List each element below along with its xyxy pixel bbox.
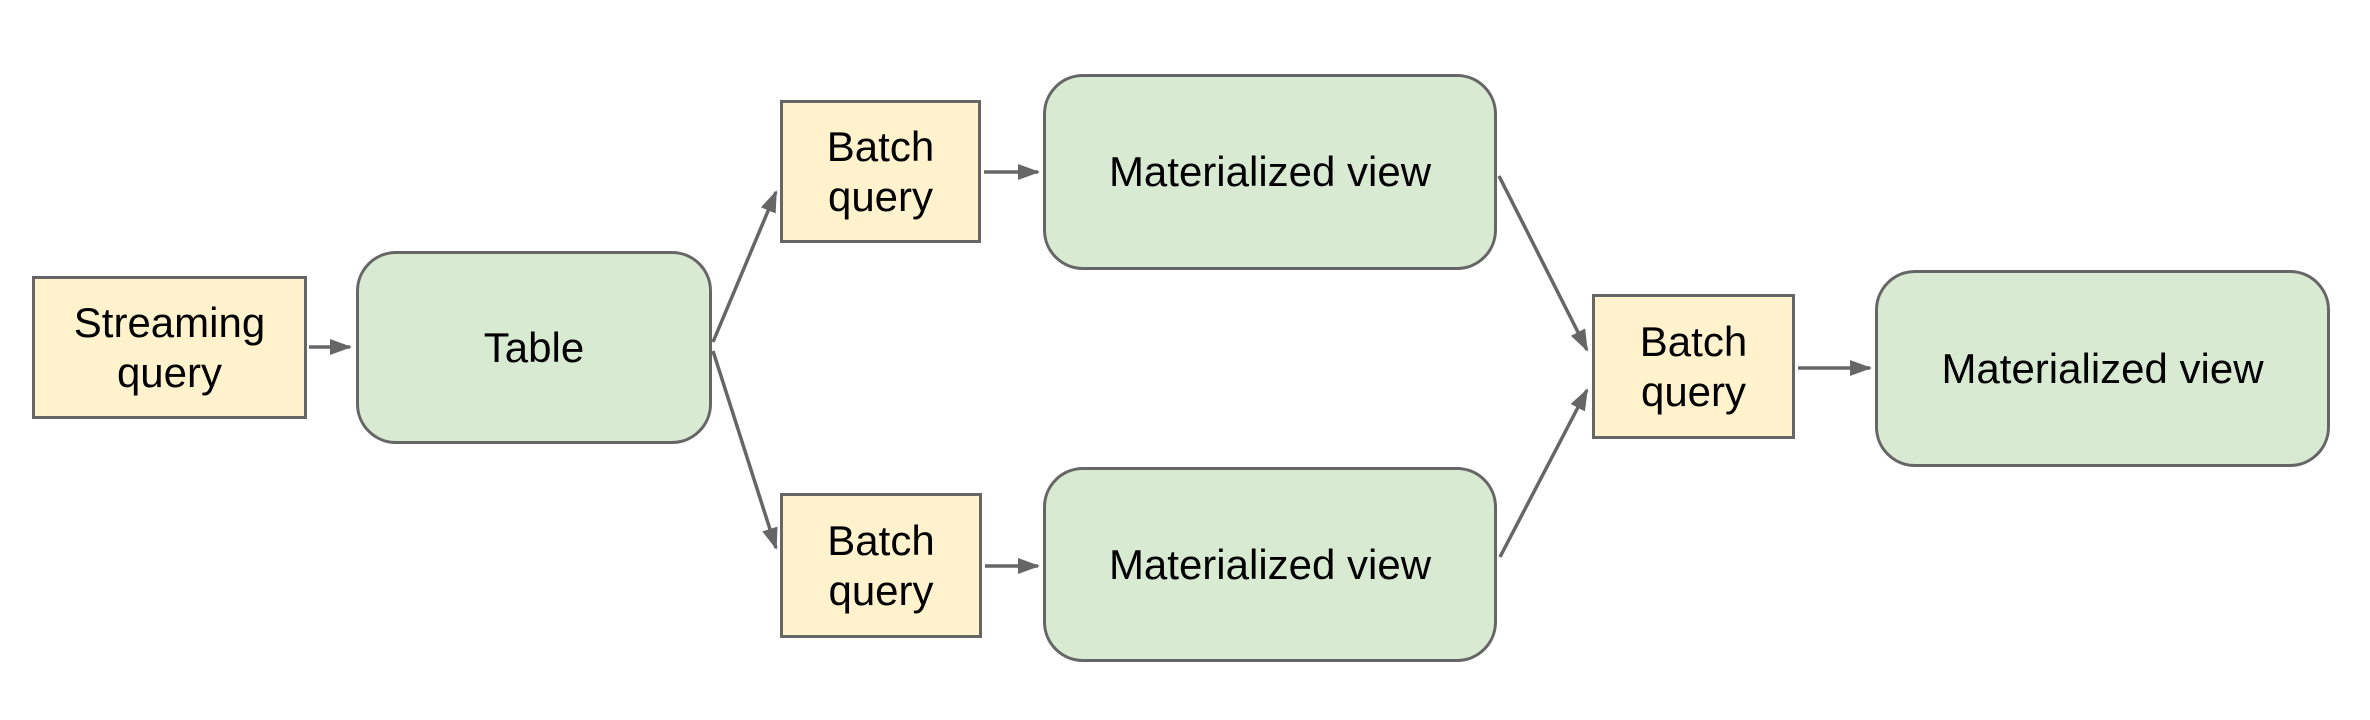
edge-materialized-view-bottom-to-batch-query-right xyxy=(1498,388,1589,558)
node-batch-query-top-label: Batch query xyxy=(826,122,935,220)
edge-materialized-view-top-to-batch-query-right xyxy=(1497,175,1589,352)
node-streaming-query-label: Streaming query xyxy=(73,298,266,396)
node-batch-query-top: Batch query xyxy=(780,100,981,243)
edge-table-to-batch-query-bottom xyxy=(711,350,778,550)
edge-table-to-batch-query-top xyxy=(711,190,778,343)
node-materialized-view-bottom-label: Materialized view xyxy=(1108,540,1432,588)
node-materialized-view-top-label: Materialized view xyxy=(1108,148,1432,196)
node-table: Table xyxy=(356,251,712,444)
node-materialized-view-right: Materialized view xyxy=(1875,270,2330,467)
node-streaming-query: Streaming query xyxy=(32,276,307,419)
node-batch-query-right: Batch query xyxy=(1592,294,1795,439)
node-materialized-view-top: Materialized view xyxy=(1043,74,1497,270)
node-batch-query-bottom-label: Batch query xyxy=(827,516,935,614)
node-materialized-view-bottom: Materialized view xyxy=(1043,467,1497,662)
node-batch-query-bottom: Batch query xyxy=(780,493,982,638)
node-table-label: Table xyxy=(483,323,585,371)
node-materialized-view-right-label: Materialized view xyxy=(1941,344,2264,392)
node-batch-query-right-label: Batch query xyxy=(1639,317,1748,415)
